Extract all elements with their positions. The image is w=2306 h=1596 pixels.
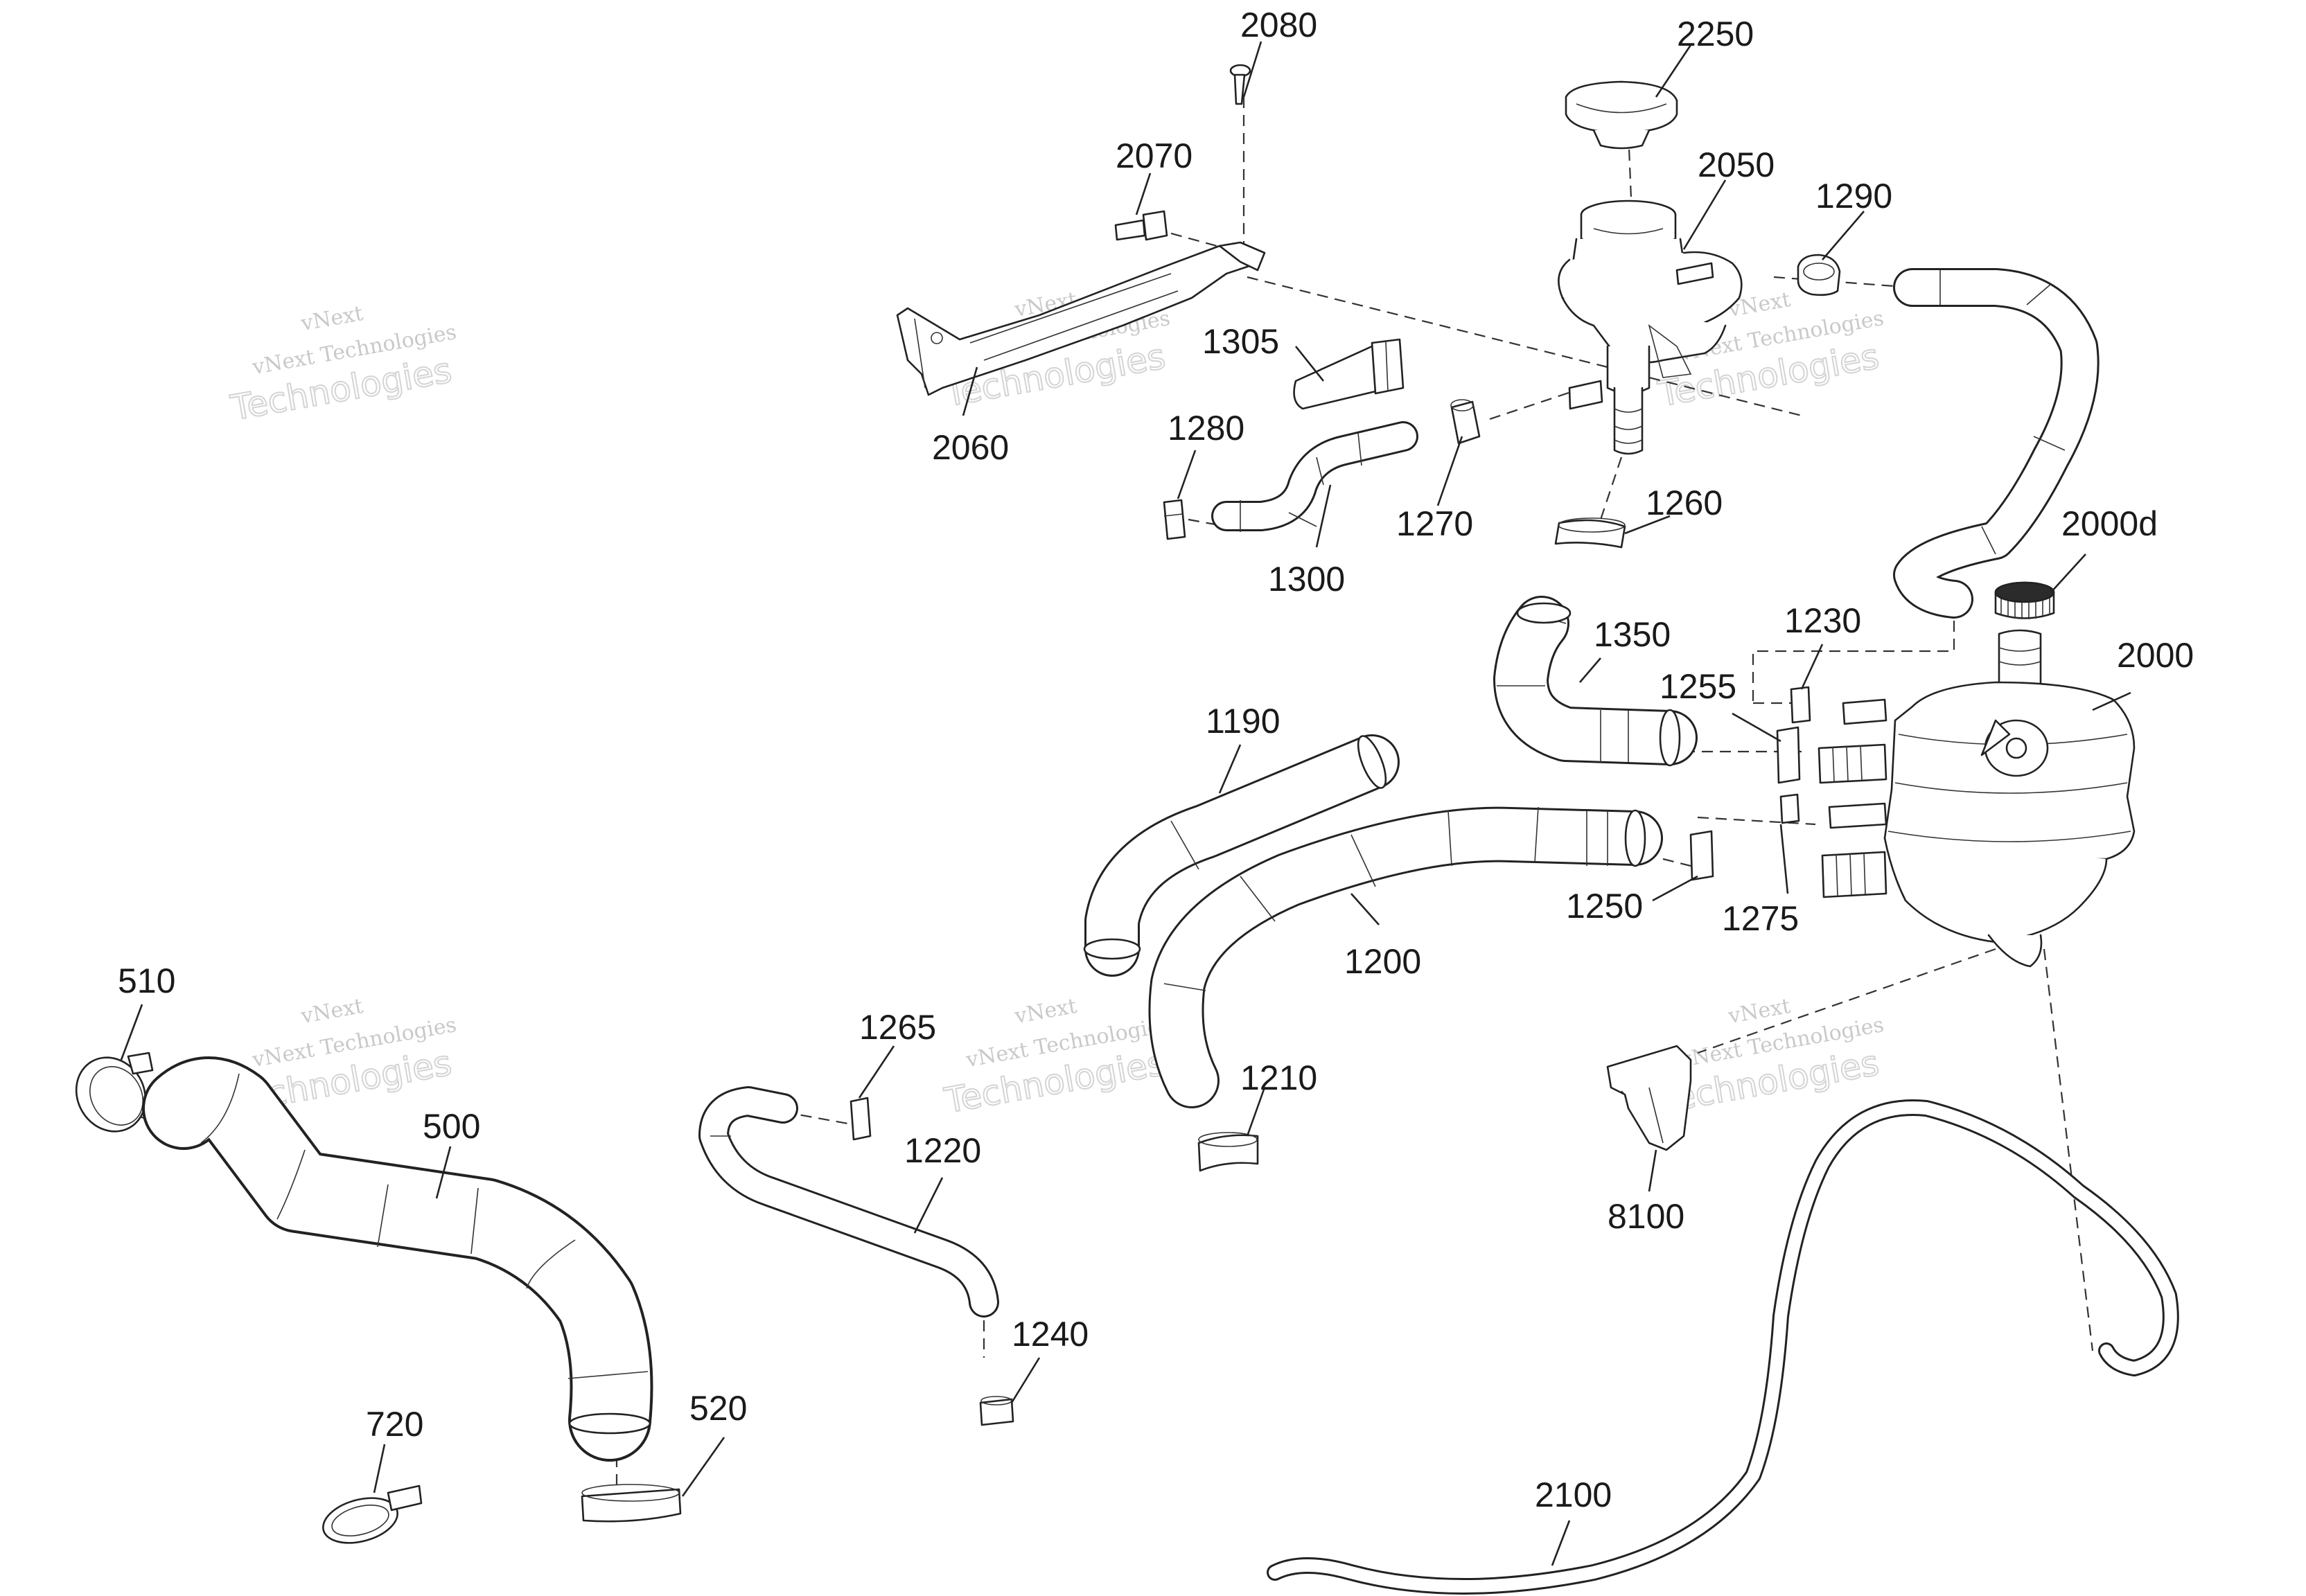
cap-2250[interactable] [1565,80,1678,150]
label-1200: 1200 [1344,942,1421,981]
label-1210: 1210 [1240,1058,1317,1097]
cap-2000d[interactable] [1994,581,2055,619]
cap-1230[interactable] [1790,686,1811,724]
cap-1280[interactable] [1163,499,1186,540]
label-2000: 2000 [2117,636,2194,675]
hose-top-right[interactable] [1893,268,2100,619]
label-1265: 1265 [859,1008,936,1047]
label-2060: 2060 [932,428,1009,467]
label-720: 720 [366,1405,423,1444]
clamp-1290[interactable] [1797,254,1841,296]
label-2050: 2050 [1698,145,1775,184]
label-1255: 1255 [1660,667,1736,706]
label-1270: 1270 [1396,504,1473,543]
hose-1350[interactable] [1493,596,1698,767]
svg-text:vNext: vNext [299,994,365,1029]
clamp-1255[interactable] [1776,726,1801,784]
cap-1240[interactable] [979,1396,1014,1426]
svg-text:vNext: vNext [299,301,365,336]
clamp-510[interactable] [63,1045,159,1144]
label-1275: 1275 [1722,899,1799,938]
label-1300: 1300 [1268,560,1345,598]
label-1190: 1190 [1206,702,1280,741]
clamp-520[interactable] [581,1484,682,1523]
label-500: 500 [423,1107,480,1146]
reservoir-2050[interactable] [1558,200,1743,455]
label-2070: 2070 [1116,136,1192,175]
label-510: 510 [118,961,175,1000]
label-2080: 2080 [1240,6,1317,44]
label-2000d: 2000d [2061,504,2158,543]
clamp-1265[interactable] [850,1097,872,1141]
watermark-5: vNext vNext Technologies Technologies [941,994,1172,1121]
tank-2000[interactable] [1817,629,2136,968]
clamp-1270[interactable] [1450,399,1481,445]
hose-500[interactable] [142,1056,653,1462]
clamp-1260[interactable] [1554,517,1626,549]
hose-1300[interactable] [1211,421,1418,532]
connector-1305[interactable] [1293,338,1405,410]
label-1280: 1280 [1168,409,1244,447]
label-8100: 8100 [1608,1197,1684,1236]
screw-2080[interactable] [1229,64,1251,105]
clamp-720[interactable] [318,1484,423,1550]
bracket-2060[interactable] [896,241,1266,396]
bolt-2070[interactable] [1114,210,1168,241]
label-2250: 2250 [1677,15,1754,53]
svg-text:vNext: vNext [1012,994,1079,1029]
watermark-1: vNext vNext Technologies Technologies [227,301,459,429]
clamp-1250[interactable] [1689,830,1714,881]
bracket-8100[interactable] [1606,1045,1692,1151]
hose-1190[interactable] [1083,733,1400,977]
clamp-1210[interactable] [1197,1132,1259,1172]
label-1350: 1350 [1594,615,1671,654]
label-1240: 1240 [1012,1315,1089,1354]
part-labels: 2080 2250 2070 2050 1290 1305 1280 2060 … [118,6,2194,1514]
hose-2100[interactable] [1267,1099,2179,1595]
label-1290: 1290 [1815,177,1892,215]
label-1305: 1305 [1202,322,1279,361]
label-1230: 1230 [1784,601,1861,640]
leader-lines [120,41,2131,1566]
cap-1275[interactable] [1779,793,1800,824]
label-1220: 1220 [904,1131,981,1170]
label-1250: 1250 [1566,887,1643,925]
label-1260: 1260 [1646,484,1723,522]
hose-1220[interactable] [698,1086,999,1318]
label-520: 520 [689,1389,747,1428]
hose-1200[interactable] [1148,806,1663,1108]
label-2100: 2100 [1535,1475,1612,1514]
